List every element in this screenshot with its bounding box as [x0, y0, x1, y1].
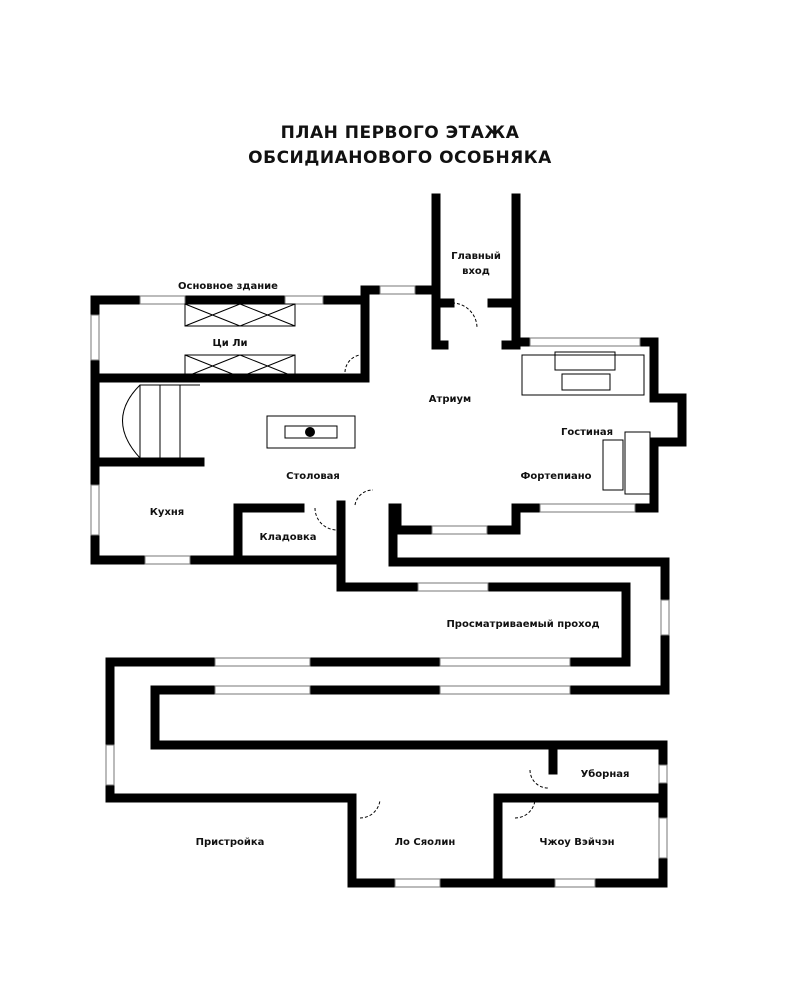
- main-building-walls: [90, 193, 687, 888]
- label-dining: Столовая: [286, 471, 340, 482]
- piano-bench: [602, 439, 624, 491]
- label-kitchen: Кухня: [150, 507, 184, 518]
- label-toilet: Уборная: [581, 768, 630, 780]
- label-piano: Фортепиано: [521, 471, 592, 482]
- staircase: [122, 384, 200, 459]
- windows: [90, 285, 670, 888]
- label-main-entrance-2: вход: [462, 266, 490, 277]
- dining-table: [266, 415, 356, 449]
- bookshelf-top: [184, 303, 296, 327]
- label-qi-li: Ци Ли: [212, 338, 247, 349]
- plan-title-line2: ОБСИДИАНОВОГО ОСОБНЯКА: [248, 148, 552, 168]
- label-zhou-weichen: Чжоу Вэйчэн: [539, 837, 614, 848]
- label-main-entrance-1: Главный: [451, 251, 501, 262]
- entrance-door: [451, 302, 478, 329]
- label-atrium: Атриум: [429, 394, 471, 405]
- centerpiece-icon: [305, 427, 315, 437]
- label-pantry: Кладовка: [259, 532, 316, 543]
- sofa-set: [521, 354, 645, 396]
- label-corridor: Просматриваемый проход: [446, 619, 599, 630]
- room-labels: Основное здание Главный вход Ци Ли Атриу…: [150, 251, 630, 848]
- plan-title-line1: ПЛАН ПЕРВОГО ЭТАЖА: [281, 123, 520, 143]
- piano: [624, 431, 651, 495]
- label-main-building: Основное здание: [178, 281, 278, 292]
- label-luo-xiaolin: Ло Сяолин: [395, 837, 456, 848]
- label-annex: Пристройка: [196, 837, 265, 848]
- furniture: [122, 302, 651, 819]
- label-living-room: Гостиная: [561, 427, 613, 438]
